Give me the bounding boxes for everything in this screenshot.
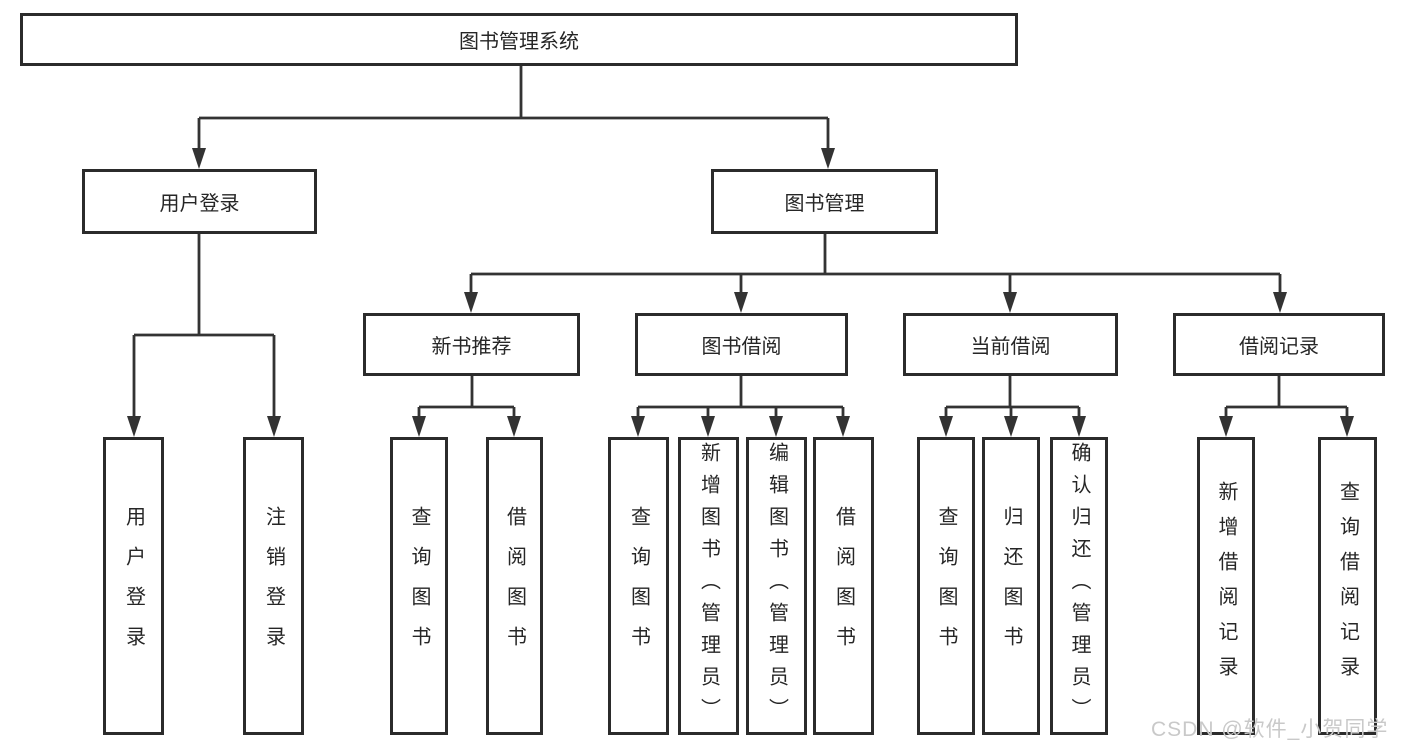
leaf-borrow-books: 借阅图书 <box>813 437 874 735</box>
leaf-return-books-label: 归还图书 <box>1000 506 1022 666</box>
leaf-query-books-current: 查询图书 <box>917 437 975 735</box>
node-book-management: 图书管理 <box>711 169 938 234</box>
leaf-add-borrow-record: 新增借阅记录 <box>1197 437 1255 735</box>
leaf-query-books-current-label: 查询图书 <box>935 506 957 666</box>
node-new-book-recommend: 新书推荐 <box>363 313 580 376</box>
leaf-borrow-books-label: 借阅图书 <box>832 506 855 666</box>
leaf-query-books-borrow: 查询图书 <box>608 437 669 735</box>
leaf-confirm-return-admin-label: 确认归还（管理员） <box>1068 442 1090 730</box>
node-book-borrow-label: 图书借阅 <box>701 336 782 358</box>
node-book-management-label: 图书管理 <box>784 193 865 215</box>
node-borrow-records: 借阅记录 <box>1173 313 1385 376</box>
leaf-query-borrow-record: 查询借阅记录 <box>1318 437 1377 735</box>
leaf-add-book-admin: 新增图书（管理员） <box>678 437 739 735</box>
leaf-borrow-books-recommend-label: 借阅图书 <box>503 506 526 666</box>
node-user-login: 用户登录 <box>82 169 317 234</box>
leaf-return-books: 归还图书 <box>982 437 1040 735</box>
leaf-query-books-borrow-label: 查询图书 <box>627 506 650 666</box>
leaf-edit-book-admin: 编辑图书（管理员） <box>746 437 807 735</box>
arrowheads <box>127 148 1354 437</box>
leaf-query-borrow-record-label: 查询借阅记录 <box>1336 481 1359 691</box>
node-current-borrow: 当前借阅 <box>903 313 1118 376</box>
csdn-watermark: CSDN @软件_小贺同学 <box>1151 718 1389 741</box>
node-book-borrow: 图书借阅 <box>635 313 848 376</box>
leaf-user-login-label: 用户登录 <box>122 506 145 666</box>
leaf-borrow-books-recommend: 借阅图书 <box>486 437 543 735</box>
leaf-logout-label: 注销登录 <box>262 506 285 666</box>
leaf-query-books-recommend: 查询图书 <box>390 437 448 735</box>
leaf-query-books-recommend-label: 查询图书 <box>408 506 430 666</box>
leaf-add-borrow-record-label: 新增借阅记录 <box>1215 481 1237 691</box>
leaf-add-book-admin-label: 新增图书（管理员） <box>697 442 720 730</box>
leaf-edit-book-admin-label: 编辑图书（管理员） <box>765 442 788 730</box>
leaf-user-login: 用户登录 <box>103 437 164 735</box>
leaf-confirm-return-admin: 确认归还（管理员） <box>1050 437 1108 735</box>
node-user-login-label: 用户登录 <box>159 193 240 215</box>
node-current-borrow-label: 当前借阅 <box>970 336 1051 358</box>
leaf-logout: 注销登录 <box>243 437 304 735</box>
connector-strokes <box>132 66 1349 416</box>
node-new-book-recommend-label: 新书推荐 <box>431 336 512 358</box>
node-borrow-records-label: 借阅记录 <box>1239 336 1319 358</box>
node-root-system-label: 图书管理系统 <box>459 31 579 53</box>
node-root-system: 图书管理系统 <box>20 13 1018 66</box>
